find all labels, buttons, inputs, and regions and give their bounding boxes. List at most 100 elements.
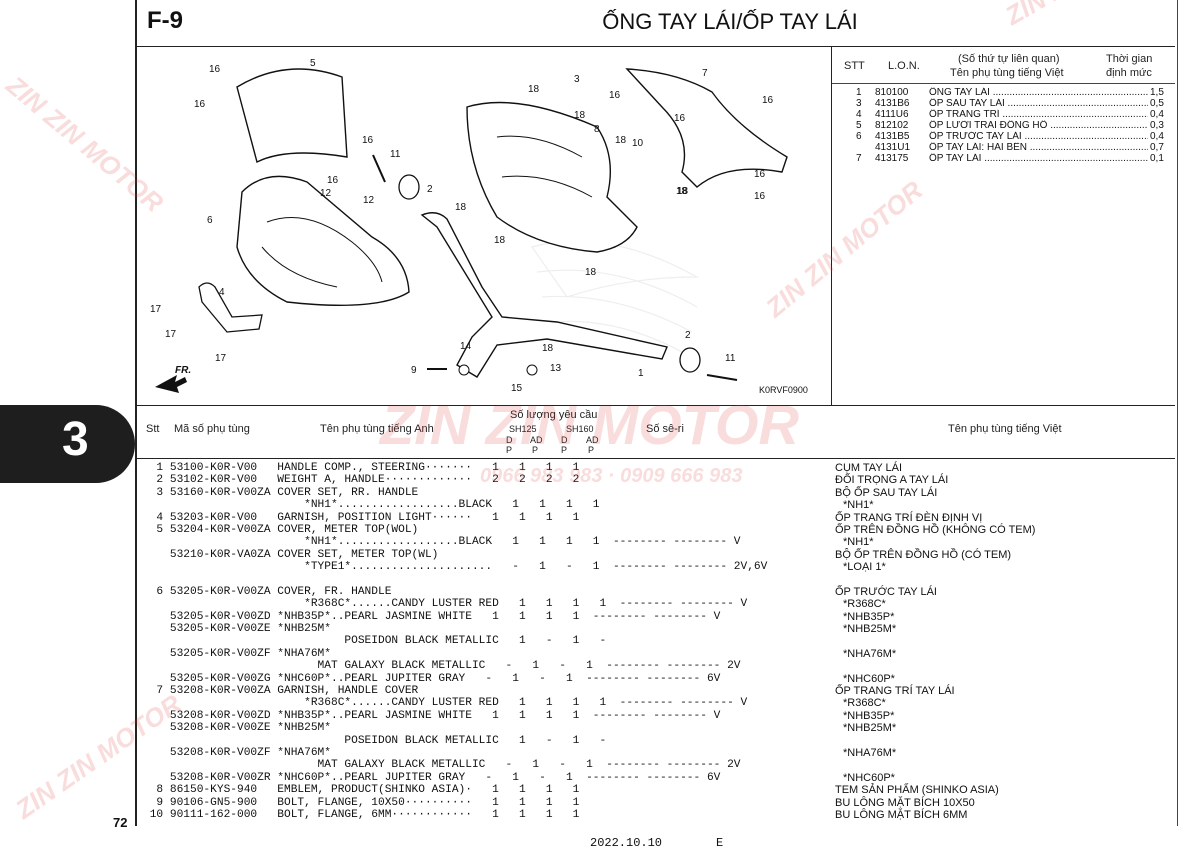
callout: 17	[150, 304, 162, 315]
ph-p3: P	[561, 445, 568, 455]
footer-edition: E	[716, 836, 724, 850]
vn-name-row: *NHB25M*	[843, 722, 897, 735]
ph-name-vn: Tên phụ tùng tiếng Việt	[948, 423, 1062, 435]
callout: 7	[702, 68, 708, 79]
callout: 18	[494, 235, 506, 246]
callout: 16	[762, 95, 774, 106]
table-row: 3 53160-K0R-V00ZA COVER SET, RR. HANDLE	[143, 486, 419, 499]
rt-stt: 5	[856, 120, 862, 131]
table-row	[143, 574, 823, 586]
table-row: 6 53205-K0R-V00ZA COVER, FR. HANDLE	[143, 585, 392, 598]
part-2-weight-left	[398, 174, 420, 200]
ph-serial: Số sê-ri	[646, 423, 684, 435]
chapter-tab	[0, 405, 135, 483]
ph-sh125: SH125	[509, 424, 537, 434]
rt-time: 0,4	[1148, 131, 1164, 142]
part-1-handle-bar	[420, 212, 668, 378]
vn-name-row: *NHA76M*	[843, 647, 897, 660]
callout: 11	[390, 149, 401, 160]
callout: 4	[219, 287, 225, 298]
callout: 9	[411, 365, 417, 376]
rt-time: 0,5	[1148, 98, 1164, 109]
rt-name: ỐP SAU TAY LÁI .........................…	[929, 98, 1159, 109]
section-code: F-9	[147, 7, 183, 34]
exploded-view-drawing	[155, 68, 788, 393]
table-row: POSEIDON BLACK METALLIC 1 - 1 -	[143, 734, 607, 747]
rt-stt: 4	[856, 109, 862, 120]
diagram-divider	[831, 47, 832, 405]
vn-name-row: ĐỐI TRỌNG A TAY LÁI	[835, 474, 949, 487]
rt-lon: 810100	[875, 87, 909, 98]
vn-name-row: *NHA76M*	[843, 746, 897, 759]
table-row: 10 90111-162-000 BOLT, FLANGE, 6MM······…	[143, 808, 580, 821]
rt-time: 0,7	[1148, 142, 1164, 153]
rt-lon: 413175	[875, 153, 909, 164]
diagram-code: K0RVF0900	[759, 385, 808, 395]
vn-name-row: BU LÔNG MẶT BÍCH 6MM	[835, 808, 968, 821]
vn-name-row: *NH1*	[843, 499, 874, 512]
callout: 18	[585, 267, 597, 278]
ph-p1: P	[506, 445, 513, 455]
vn-name-row: *NHB35P*	[843, 709, 895, 722]
table-row: MAT GALAXY BLACK METALLIC - 1 - 1 ------…	[143, 759, 741, 772]
page-title: ỐNG TAY LÁI/ỐP TAY LÁI	[602, 9, 858, 34]
part-4-garnish	[198, 282, 263, 333]
rt-header-divider	[832, 83, 1175, 84]
callout: 6	[207, 215, 213, 226]
callout: 14	[460, 341, 472, 352]
parts-list-english: 1 53100-K0R-V00 HANDLE COMP., STEERING··…	[143, 462, 823, 821]
callout: 5	[310, 58, 316, 69]
header-divider	[135, 46, 1175, 47]
vn-name-row: BỘ ỐP TRÊN ĐỒNG HỒ (CÓ TEM)	[835, 548, 1012, 561]
ph-ad1: AD	[530, 435, 543, 445]
rt-lon: 812102	[875, 120, 909, 131]
vn-name-row	[835, 574, 1170, 586]
table-row: 53208-K0R-V00ZE *NHB25M*	[143, 722, 331, 735]
parts-header-bottom-rule	[135, 458, 1175, 459]
table-row: 53205-K0R-V00ZE *NHB25M*	[143, 623, 331, 636]
table-row: MAT GALAXY BLACK METALLIC - 1 - 1 ------…	[143, 660, 741, 673]
table-row: *NH1*..................BLACK 1 1 1 1	[143, 499, 600, 512]
table-row: *NH1*..................BLACK 1 1 1 1 ---…	[143, 536, 741, 549]
rt-stt: 6	[856, 131, 862, 142]
table-row: 9 90106-GN5-900 BOLT, FLANGE, 10X50·····…	[143, 796, 580, 809]
rt-stt: 7	[856, 153, 862, 164]
vn-name-row: BU LÔNG MẶT BÍCH 10X50	[835, 796, 975, 809]
callout: 12	[363, 195, 375, 206]
callout: 18	[676, 186, 688, 197]
rt-header-time: Thời gian	[1106, 53, 1153, 65]
page-frame	[135, 0, 1178, 826]
rt-lon: 4131U1	[875, 142, 911, 153]
rt-time: 1,5	[1148, 87, 1164, 98]
callout: 10	[632, 138, 644, 149]
ph-p2: P	[532, 445, 539, 455]
rt-name: ỐP TAY LÁI .............................…	[929, 153, 1159, 164]
ph-name-en: Tên phụ tùng tiếng Anh	[320, 423, 434, 435]
callout: 16	[674, 113, 686, 124]
ph-stt: Stt	[146, 423, 160, 435]
front-label: FR.	[175, 365, 192, 376]
callout: 16	[327, 175, 339, 186]
part-2-weight-right	[679, 347, 701, 373]
vn-name-row: *R368C*	[843, 697, 886, 710]
vn-name-row: *NHB25M*	[843, 623, 897, 636]
rt-time: 0,3	[1148, 120, 1164, 131]
rt-lon: 4131B5	[875, 131, 910, 142]
callout: 18	[528, 84, 540, 95]
ph-part-no: Mã số phụ tùng	[174, 423, 250, 435]
callout: 3	[574, 74, 580, 85]
callout: 16	[362, 135, 374, 146]
part-3-rear-cover	[466, 101, 638, 253]
table-row: 53208-K0R-V00ZR *NHC60P*..PEARL JUPITER …	[143, 771, 721, 784]
vn-name-row	[835, 759, 1170, 771]
rt-name: ỐP TRANG TRÍ ...........................…	[929, 109, 1159, 120]
callout: 15	[511, 383, 523, 394]
vn-name-row: ỐP TRÊN ĐỒNG HỒ (KHÔNG CÓ TEM)	[835, 523, 1036, 536]
callout: 16	[754, 169, 766, 180]
